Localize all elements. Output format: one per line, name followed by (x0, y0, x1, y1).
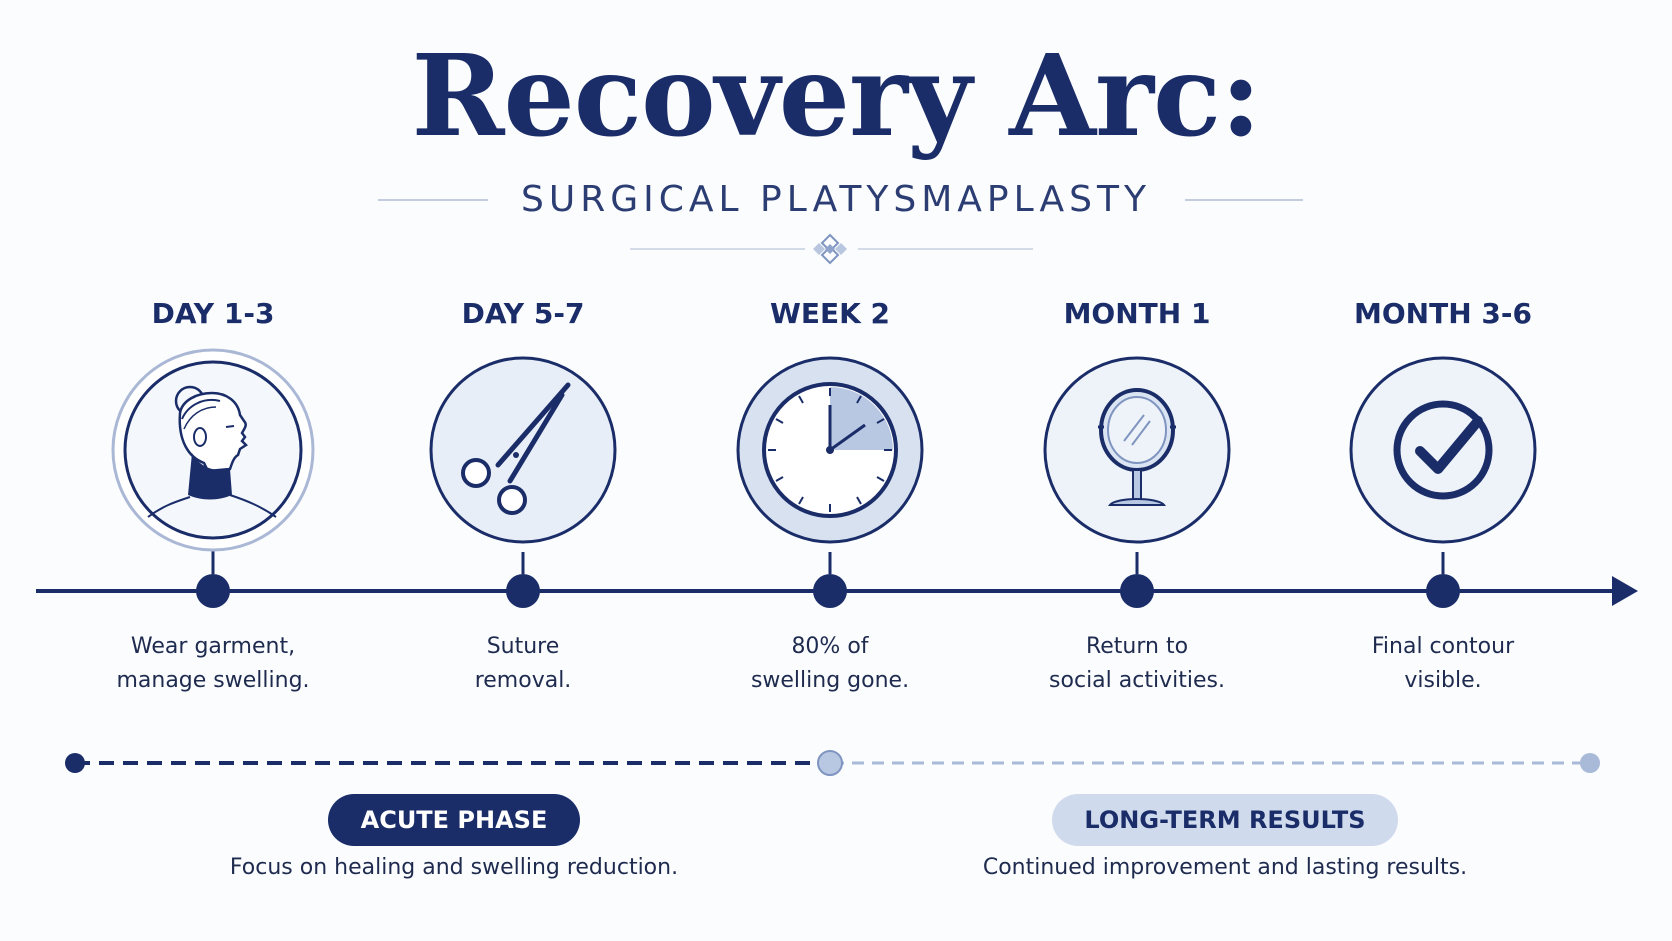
page-title: Recovery Arc: (411, 31, 1261, 162)
subtitle-rule-right (1185, 199, 1303, 201)
checkmark-icon (1349, 356, 1537, 544)
acute-phase-description: Focus on healing and swelling reduction. (229, 855, 679, 880)
stage-desc-line: social activities. (1049, 668, 1225, 693)
stage-label-month-3-6: MONTH 3-6 (1354, 297, 1532, 330)
long-term-results-description: Continued improvement and lasting result… (982, 855, 1468, 880)
stage-desc-line: Wear garment, (130, 634, 296, 659)
phase-dot-start (65, 753, 85, 773)
timeline-dot-day-1-3 (196, 574, 230, 608)
timeline-arrowhead (1612, 576, 1638, 606)
stage-desc-line: Return to (1085, 634, 1189, 659)
head-with-compression-garment-icon (111, 348, 315, 552)
stage-desc-line: 80% of (791, 634, 869, 659)
timeline-dot-day-5-7 (506, 574, 540, 608)
timeline-dot-week-2 (813, 574, 847, 608)
acute-phase-badge: ACUTE PHASE (328, 794, 580, 846)
page-subtitle: SURGICAL PLATYSMAPLASTY (521, 179, 1151, 220)
subtitle-rule-left (378, 199, 488, 201)
stage-desc-line: Final contour (1371, 634, 1515, 659)
stage-label-day-1-3: DAY 1-3 (151, 297, 275, 330)
timeline-dot-month-3-6 (1426, 574, 1460, 608)
stage-label-day-5-7: DAY 5-7 (461, 297, 585, 330)
stage-desc-line: visible. (1404, 668, 1482, 693)
stage-desc-month-1: Return to social activities. (1007, 630, 1267, 698)
stage-desc-line: Suture (486, 634, 560, 659)
stage-desc-line: removal. (474, 668, 572, 693)
stage-desc-line: manage swelling. (116, 668, 310, 693)
scissors-icon (429, 356, 617, 544)
clock-icon (736, 356, 924, 544)
long-term-results-badge: LONG-TERM RESULTS (1052, 794, 1398, 846)
hand-mirror-icon (1043, 356, 1231, 544)
timeline-dot-month-1 (1120, 574, 1154, 608)
stage-desc-line: swelling gone. (750, 668, 910, 693)
ornament-rule-left (630, 248, 805, 250)
phase-dot-end (1580, 753, 1600, 773)
stage-desc-day-5-7: Suture removal. (393, 630, 653, 698)
stage-label-week-2: WEEK 2 (769, 297, 891, 330)
stage-desc-week-2: 80% of swelling gone. (700, 630, 960, 698)
stage-desc-day-1-3: Wear garment, manage swelling. (83, 630, 343, 698)
stage-desc-month-3-6: Final contour visible. (1313, 630, 1573, 698)
diamond-ornament-icon (813, 233, 847, 265)
phase-dot-middle (817, 750, 843, 776)
ornament-rule-right (858, 248, 1033, 250)
stage-label-month-1: MONTH 1 (1063, 297, 1211, 330)
